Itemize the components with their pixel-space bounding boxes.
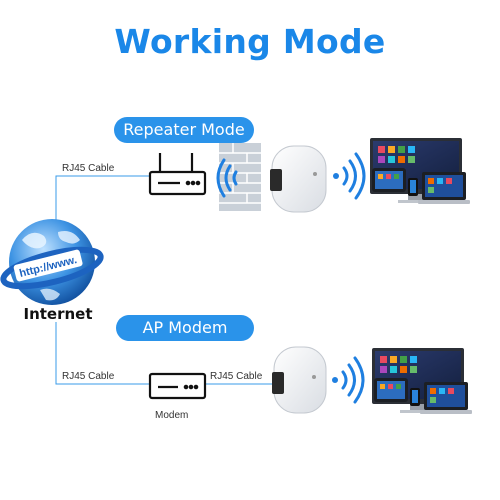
page-title: Working Mode [114, 22, 386, 61]
router-icon [148, 153, 207, 196]
wifi-extender-icon [272, 346, 327, 414]
brick-wall-icon [216, 143, 261, 211]
modem-icon [148, 372, 207, 400]
wifi-signal-icon [332, 356, 365, 404]
wifi-signal-icon [333, 152, 366, 200]
ap-cable-label-left: RJ45 Cable [62, 371, 115, 382]
devices-icon [372, 348, 472, 414]
repeater-mode-label: Repeater Mode [114, 117, 254, 143]
internet-label: Internet [23, 305, 93, 323]
ap-cable-label-right: RJ45 Cable [210, 371, 263, 382]
modem-label: Modem [155, 410, 189, 421]
wifi-extender-icon [270, 145, 327, 213]
ap-modem-label: AP Modem [116, 315, 254, 341]
repeater-cable-label: RJ45 Cable [62, 163, 115, 174]
devices-icon [370, 138, 470, 204]
globe-icon [0, 219, 104, 305]
ap-cable-line-left [55, 322, 150, 385]
